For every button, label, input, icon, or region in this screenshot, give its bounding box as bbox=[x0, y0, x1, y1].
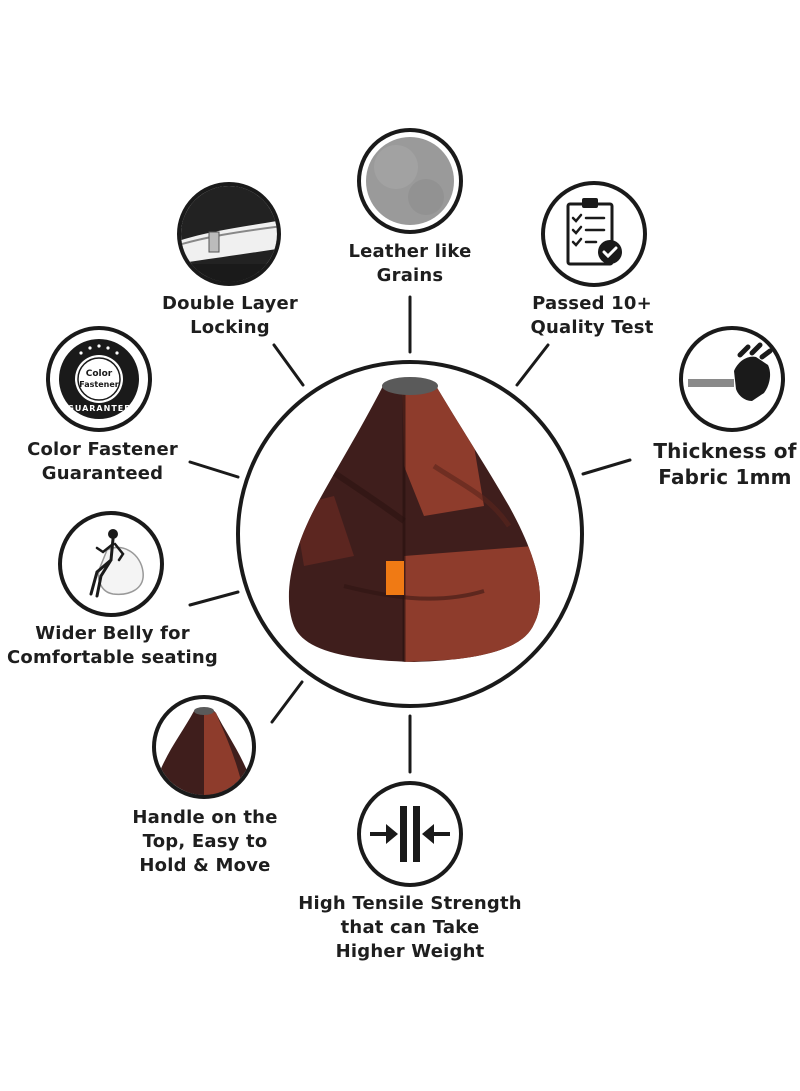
label-line: High Tensile Strength bbox=[298, 893, 522, 914]
label-line: Comfortable seating bbox=[6, 647, 219, 668]
badge-text-ring: GUARANTEE bbox=[67, 404, 130, 413]
label-leather-grains: Leather like Grains bbox=[330, 240, 490, 288]
label-thickness: Thickness of Fabric 1mm bbox=[645, 438, 800, 490]
connector-handle bbox=[270, 680, 304, 724]
label-line: Passed 10+ bbox=[532, 293, 652, 314]
label-line: Higher Weight bbox=[335, 941, 485, 962]
person-sitting-beanbag-icon bbox=[58, 511, 164, 617]
label-line: Locking bbox=[190, 317, 270, 338]
beanbag-orange-tag bbox=[386, 561, 404, 595]
label-line: Leather like bbox=[348, 241, 472, 262]
label-line: Grains bbox=[376, 265, 444, 286]
central-beanbag-circle bbox=[236, 360, 584, 708]
label-line: Guaranteed bbox=[41, 463, 164, 484]
leather-grain-swatch-icon bbox=[357, 128, 463, 234]
hand-pinch-fabric-icon bbox=[679, 326, 785, 432]
connector-quality bbox=[515, 343, 550, 387]
label-double-layer: Double Layer Locking bbox=[150, 292, 310, 340]
label-line: Color Fastener bbox=[27, 439, 178, 460]
beanbag-top-handle-icon bbox=[152, 695, 256, 799]
badge-text-middle: Fastener bbox=[79, 380, 119, 389]
label-wider-belly: Wider Belly for Comfortable seating bbox=[5, 622, 220, 670]
guarantee-badge-icon: Color Fastener GUARANTEE bbox=[46, 326, 152, 432]
label-line: Hold & Move bbox=[139, 855, 271, 876]
label-tensile: High Tensile Strength that can Take High… bbox=[290, 892, 530, 964]
label-line: Handle on the bbox=[132, 807, 278, 828]
connector-double-layer bbox=[272, 343, 305, 387]
label-quality-test: Passed 10+ Quality Test bbox=[512, 292, 672, 340]
label-line: Quality Test bbox=[530, 317, 654, 338]
clipboard-checklist-icon bbox=[541, 181, 647, 287]
label-color-fastener: Color Fastener Guaranteed bbox=[10, 438, 195, 486]
badge-text-top: Color bbox=[86, 369, 113, 379]
connector-color-fastener bbox=[188, 460, 240, 479]
label-line: Top, Easy to bbox=[142, 831, 268, 852]
beanbag-top-handle bbox=[382, 377, 438, 395]
label-line: Thickness of bbox=[653, 439, 797, 463]
label-handle: Handle on the Top, Easy to Hold & Move bbox=[125, 806, 285, 878]
zipper-icon bbox=[177, 182, 281, 286]
connector-wider-belly bbox=[188, 590, 240, 607]
compression-arrows-icon bbox=[357, 781, 463, 887]
label-line: Double Layer bbox=[162, 293, 298, 314]
connector-thickness bbox=[581, 458, 632, 476]
label-line: that can Take bbox=[340, 917, 480, 938]
label-line: Fabric 1mm bbox=[658, 465, 792, 489]
label-line: Wider Belly for bbox=[35, 623, 190, 644]
